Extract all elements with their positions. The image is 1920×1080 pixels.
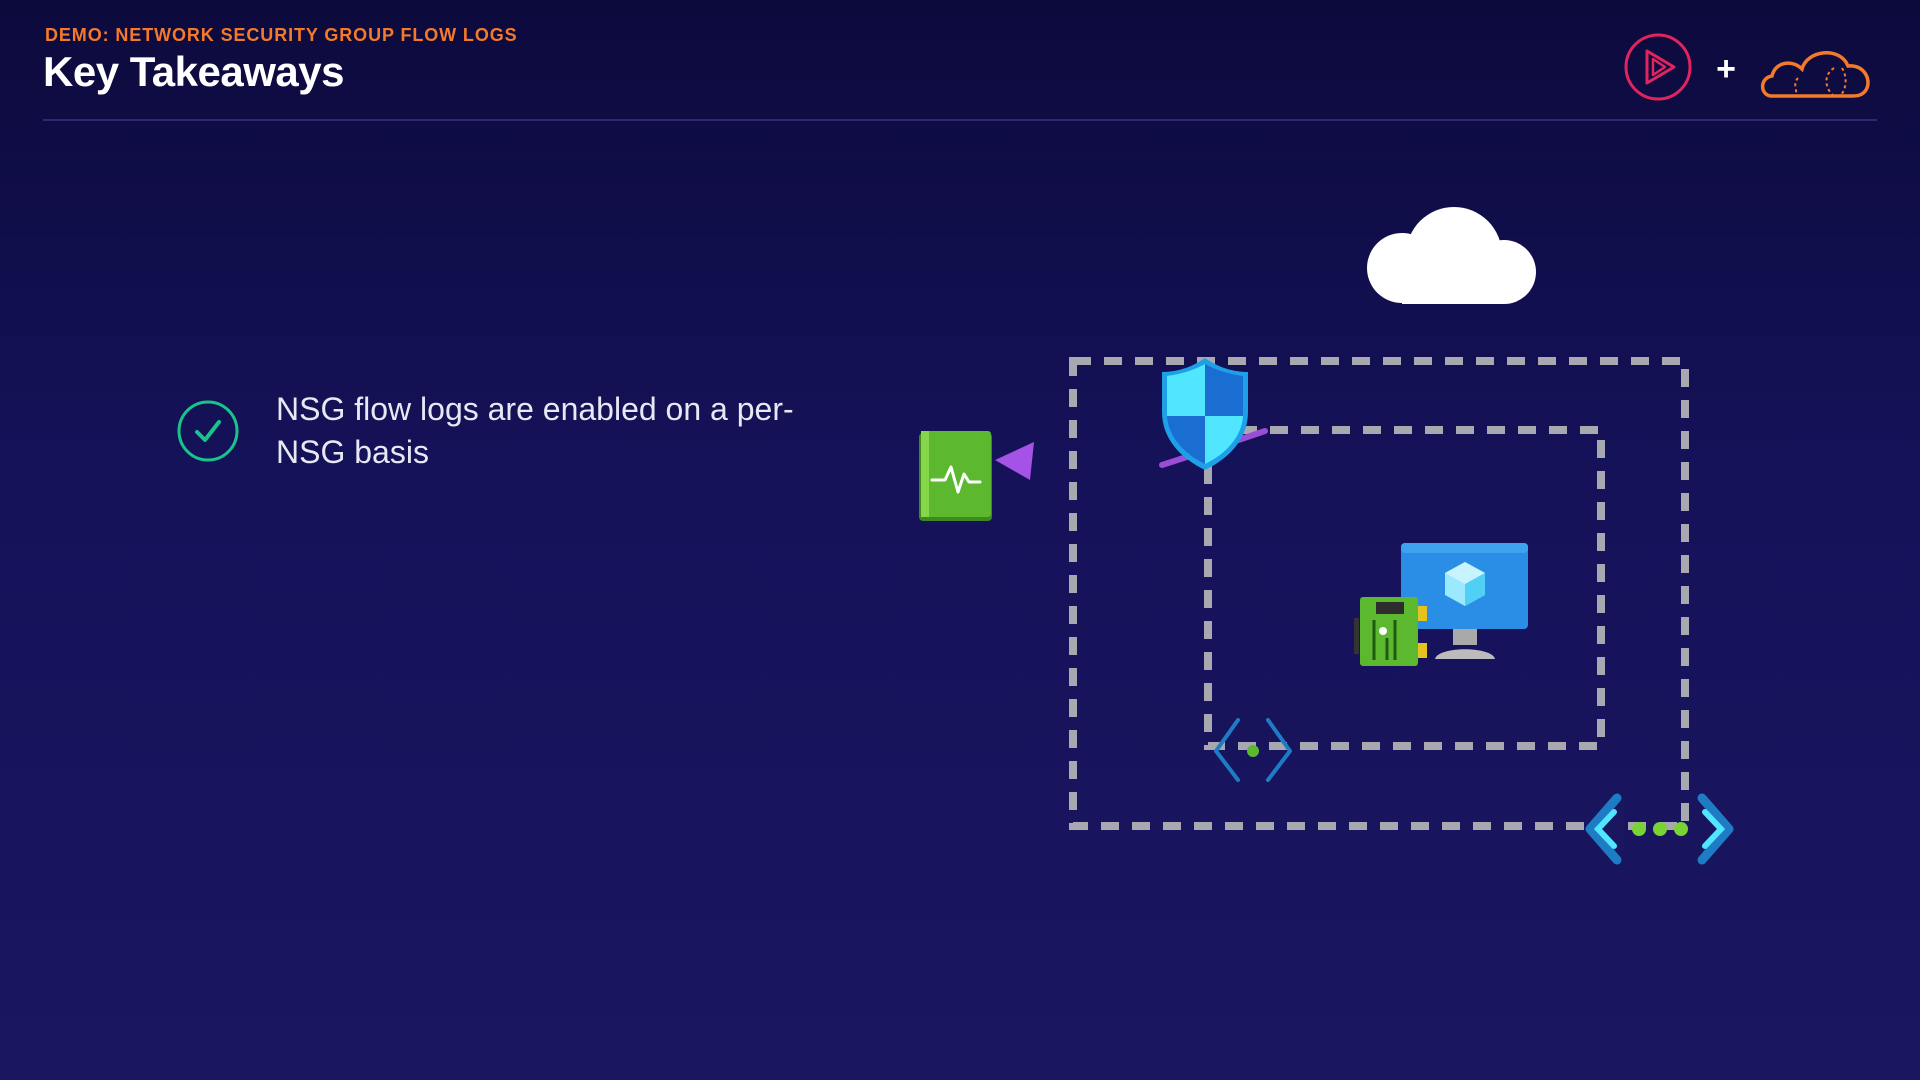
pluralsight-play-icon — [1624, 33, 1692, 101]
flow-log-storage-icon — [919, 431, 992, 521]
header-divider — [43, 119, 1877, 121]
slide-eyebrow: DEMO: NETWORK SECURITY GROUP FLOW LOGS — [45, 25, 518, 45]
nsg-shield-icon — [1162, 358, 1248, 470]
cloud-icon — [1367, 207, 1536, 304]
network-diagram — [900, 180, 1750, 880]
subnet-boundary — [1204, 426, 1605, 750]
virtual-machine-icon — [1401, 543, 1528, 659]
cloud-academy-cloud-icon — [1760, 51, 1870, 98]
brand-logos: + — [1620, 28, 1880, 108]
network-interface-icon — [1354, 597, 1427, 666]
vnet-boundary — [1069, 357, 1689, 830]
subnet-icon — [1214, 718, 1292, 782]
brand-plus: + — [1716, 50, 1736, 88]
slide-title: Key Takeaways — [43, 48, 344, 95]
virtual-network-icon — [1585, 793, 1734, 865]
takeaway-text: NSG flow logs are enabled on a per-NSG b… — [276, 391, 794, 470]
checkmark-circle-icon — [176, 399, 240, 463]
arrow-tip — [995, 442, 1034, 480]
